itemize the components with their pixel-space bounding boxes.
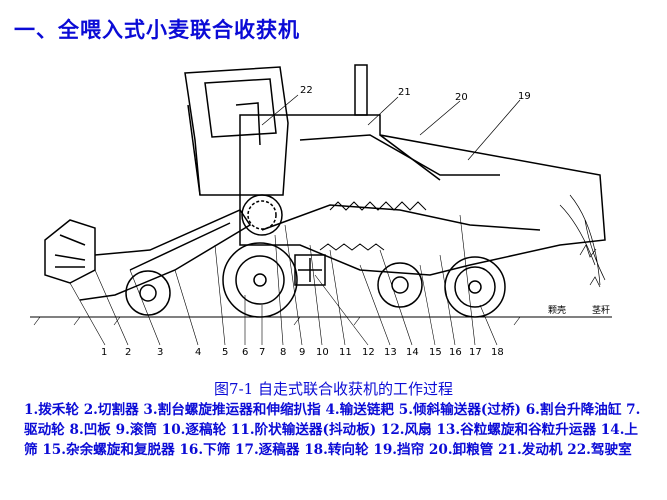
label-17: 17 — [469, 347, 482, 358]
straw-label: 茎秆 — [592, 304, 610, 316]
combine-harvester-diagram: 22 21 20 19 1 2 3 4 5 6 7 8 9 10 11 12 1… — [30, 64, 612, 358]
slide-heading: 一、全喂入式小麦联合收获机 — [14, 18, 300, 42]
threshing-drum — [241, 194, 283, 236]
label-21: 21 — [398, 87, 411, 98]
label-15: 15 — [429, 347, 442, 358]
label-7: 7 — [259, 347, 265, 358]
label-1: 1 — [101, 347, 107, 358]
figure-caption: 图7-1 自走式联合收获机的工作过程 — [214, 380, 453, 398]
label-3: 3 — [157, 347, 163, 358]
label-2: 2 — [125, 347, 131, 358]
label-4: 4 — [195, 347, 201, 358]
chaff-label: 颗壳 — [548, 304, 566, 316]
wheels — [125, 242, 506, 318]
label-19: 19 — [518, 91, 531, 102]
label-11: 11 — [339, 347, 352, 358]
parts-legend-text: 1.拨禾轮 2.切割器 3.割台螺旋推运器和伸缩扒指 4.输送链耙 5.倾斜输送… — [24, 402, 641, 458]
label-16: 16 — [449, 347, 462, 358]
parts-legend: 1.拨禾轮 2.切割器 3.割台螺旋推运器和伸缩扒指 4.输送链耙 5.倾斜输送… — [24, 400, 649, 460]
label-20: 20 — [455, 92, 468, 103]
label-12: 12 — [362, 347, 375, 358]
body-outline — [239, 64, 606, 276]
cab-outline — [184, 66, 289, 196]
label-14: 14 — [406, 347, 419, 358]
label-18: 18 — [491, 347, 504, 358]
label-5: 5 — [222, 347, 228, 358]
label-8: 8 — [280, 347, 286, 358]
label-22: 22 — [300, 85, 313, 96]
label-13: 13 — [384, 347, 397, 358]
label-9: 9 — [299, 347, 305, 358]
label-10: 10 — [316, 347, 329, 358]
fan-housing — [294, 254, 326, 286]
label-6: 6 — [242, 347, 248, 358]
